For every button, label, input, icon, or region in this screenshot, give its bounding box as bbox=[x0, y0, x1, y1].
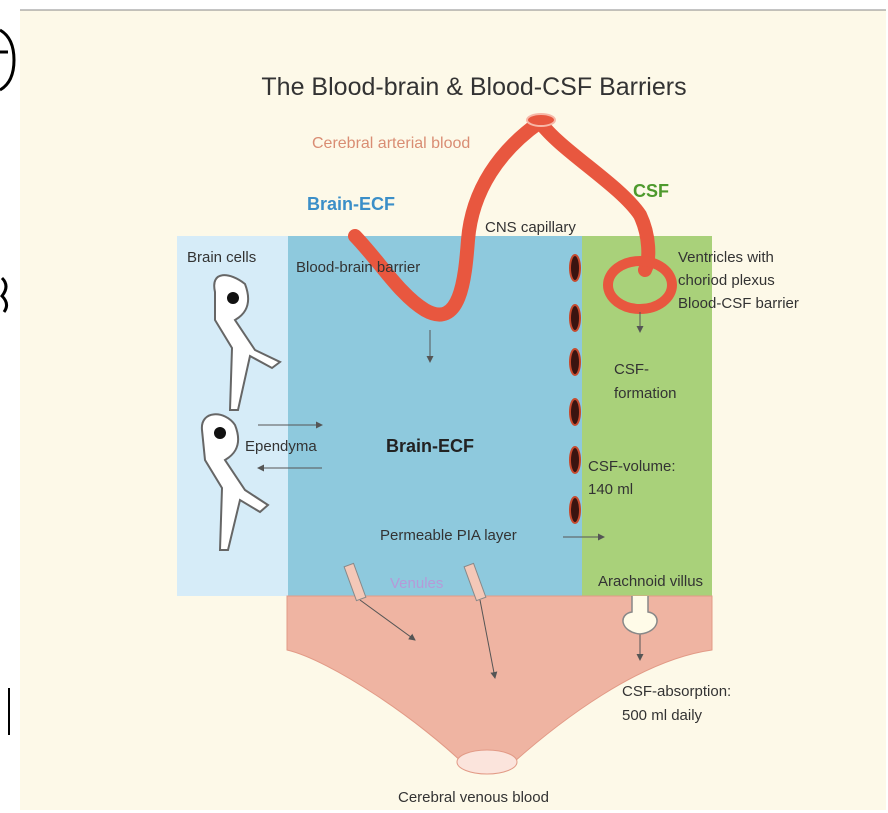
label-csf-formation-2: formation bbox=[614, 385, 677, 402]
label-csf-volume-2: 140 ml bbox=[588, 481, 633, 498]
label-cns-capillary: CNS capillary bbox=[485, 219, 576, 236]
label-csf-volume-1: CSF-volume: bbox=[588, 458, 676, 475]
label-cerebral-venous-blood: Cerebral venous blood bbox=[398, 789, 549, 806]
neuron-nucleus bbox=[227, 292, 239, 304]
label-ventricles-1: Ventricles with bbox=[678, 249, 774, 266]
wall-cell bbox=[570, 255, 580, 281]
neuron-nucleus bbox=[214, 427, 226, 439]
label-ependyma: Ependyma bbox=[245, 438, 317, 455]
label-ventricles-2: choriod plexus bbox=[678, 272, 775, 289]
artery-opening bbox=[527, 114, 555, 126]
label-ventricles-3: Blood-CSF barrier bbox=[678, 295, 799, 312]
label-cerebral-arterial-blood: Cerebral arterial blood bbox=[312, 135, 470, 152]
label-csf-formation-1: CSF- bbox=[614, 361, 649, 378]
wall-cell bbox=[570, 305, 580, 331]
label-venules: Venules bbox=[390, 575, 443, 592]
label-arachnoid-villus: Arachnoid villus bbox=[598, 573, 703, 590]
diagram-title: The Blood-brain & Blood-CSF Barriers bbox=[261, 73, 686, 101]
label-permeable-pia: Permeable PIA layer bbox=[380, 527, 517, 544]
label-brain-ecf-center: Brain-ECF bbox=[386, 436, 474, 456]
label-csf-absorption-1: CSF-absorption: bbox=[622, 683, 731, 700]
venous-outlet bbox=[457, 750, 517, 774]
label-csf-absorption-2: 500 ml daily bbox=[622, 707, 703, 724]
label-brain-ecf-top: Brain-ECF bbox=[307, 194, 395, 214]
label-csf-top: CSF bbox=[633, 181, 669, 201]
label-blood-brain-barrier: Blood-brain barrier bbox=[296, 259, 420, 276]
csf-region bbox=[582, 236, 712, 596]
wall-cell bbox=[570, 497, 580, 523]
wall-cell bbox=[570, 447, 580, 473]
wall-cell bbox=[570, 399, 580, 425]
label-brain-cells: Brain cells bbox=[187, 249, 256, 266]
wall-cell bbox=[570, 349, 580, 375]
